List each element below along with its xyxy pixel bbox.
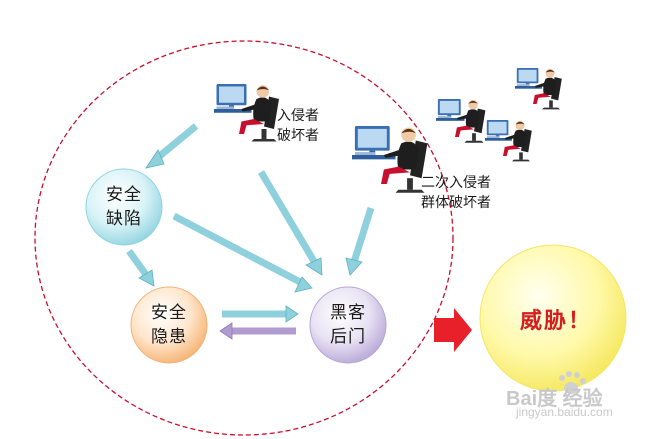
arrowhead xyxy=(138,269,155,287)
person-at-computer-icon xyxy=(214,84,279,142)
paw-logo-icon xyxy=(559,371,586,394)
node-threat-label: 威胁！ xyxy=(520,309,593,334)
node-hacker-backdoor-label: 黑客 后门 xyxy=(330,303,366,347)
watermark-url: jingyan.baidu.com xyxy=(516,405,613,419)
node-security-hazard xyxy=(130,286,208,364)
secondary-intruder-label: 二次入侵者 群体破坏者 xyxy=(421,175,491,211)
person-at-computer-icon xyxy=(436,99,486,143)
arrowhead xyxy=(145,149,165,169)
arrows xyxy=(126,123,375,318)
boundary-circle xyxy=(34,40,454,436)
node-threat xyxy=(479,244,627,392)
arrowhead xyxy=(219,322,233,340)
watermark-brand: Bai度 经验 xyxy=(506,388,603,410)
arrowhead xyxy=(285,305,299,323)
person-at-computer-icon xyxy=(485,120,532,162)
arrow-defect-to-hazard xyxy=(126,248,150,279)
arrow-defect-to-backdoor xyxy=(172,212,304,287)
node-security-hazard-label: 安全 隐患 xyxy=(151,303,187,347)
person-at-computer-icon xyxy=(352,126,428,193)
node-security-defect xyxy=(85,168,163,246)
arrowhead xyxy=(305,257,323,276)
arrowhead xyxy=(294,276,313,293)
intruder-label: 入侵者 破坏者 xyxy=(277,108,319,144)
arrow-intruder-to-backdoor xyxy=(257,170,319,265)
arrowhead xyxy=(345,257,363,276)
node-hacker-backdoor xyxy=(309,286,387,364)
arrow-secondary-to-backdoor xyxy=(350,206,375,264)
arrow-intruder-to-defect xyxy=(153,123,199,162)
red-arrow-icon xyxy=(434,308,472,352)
person-at-computer-icon xyxy=(515,68,562,110)
node-security-defect-label: 安全 缺陷 xyxy=(106,185,142,229)
